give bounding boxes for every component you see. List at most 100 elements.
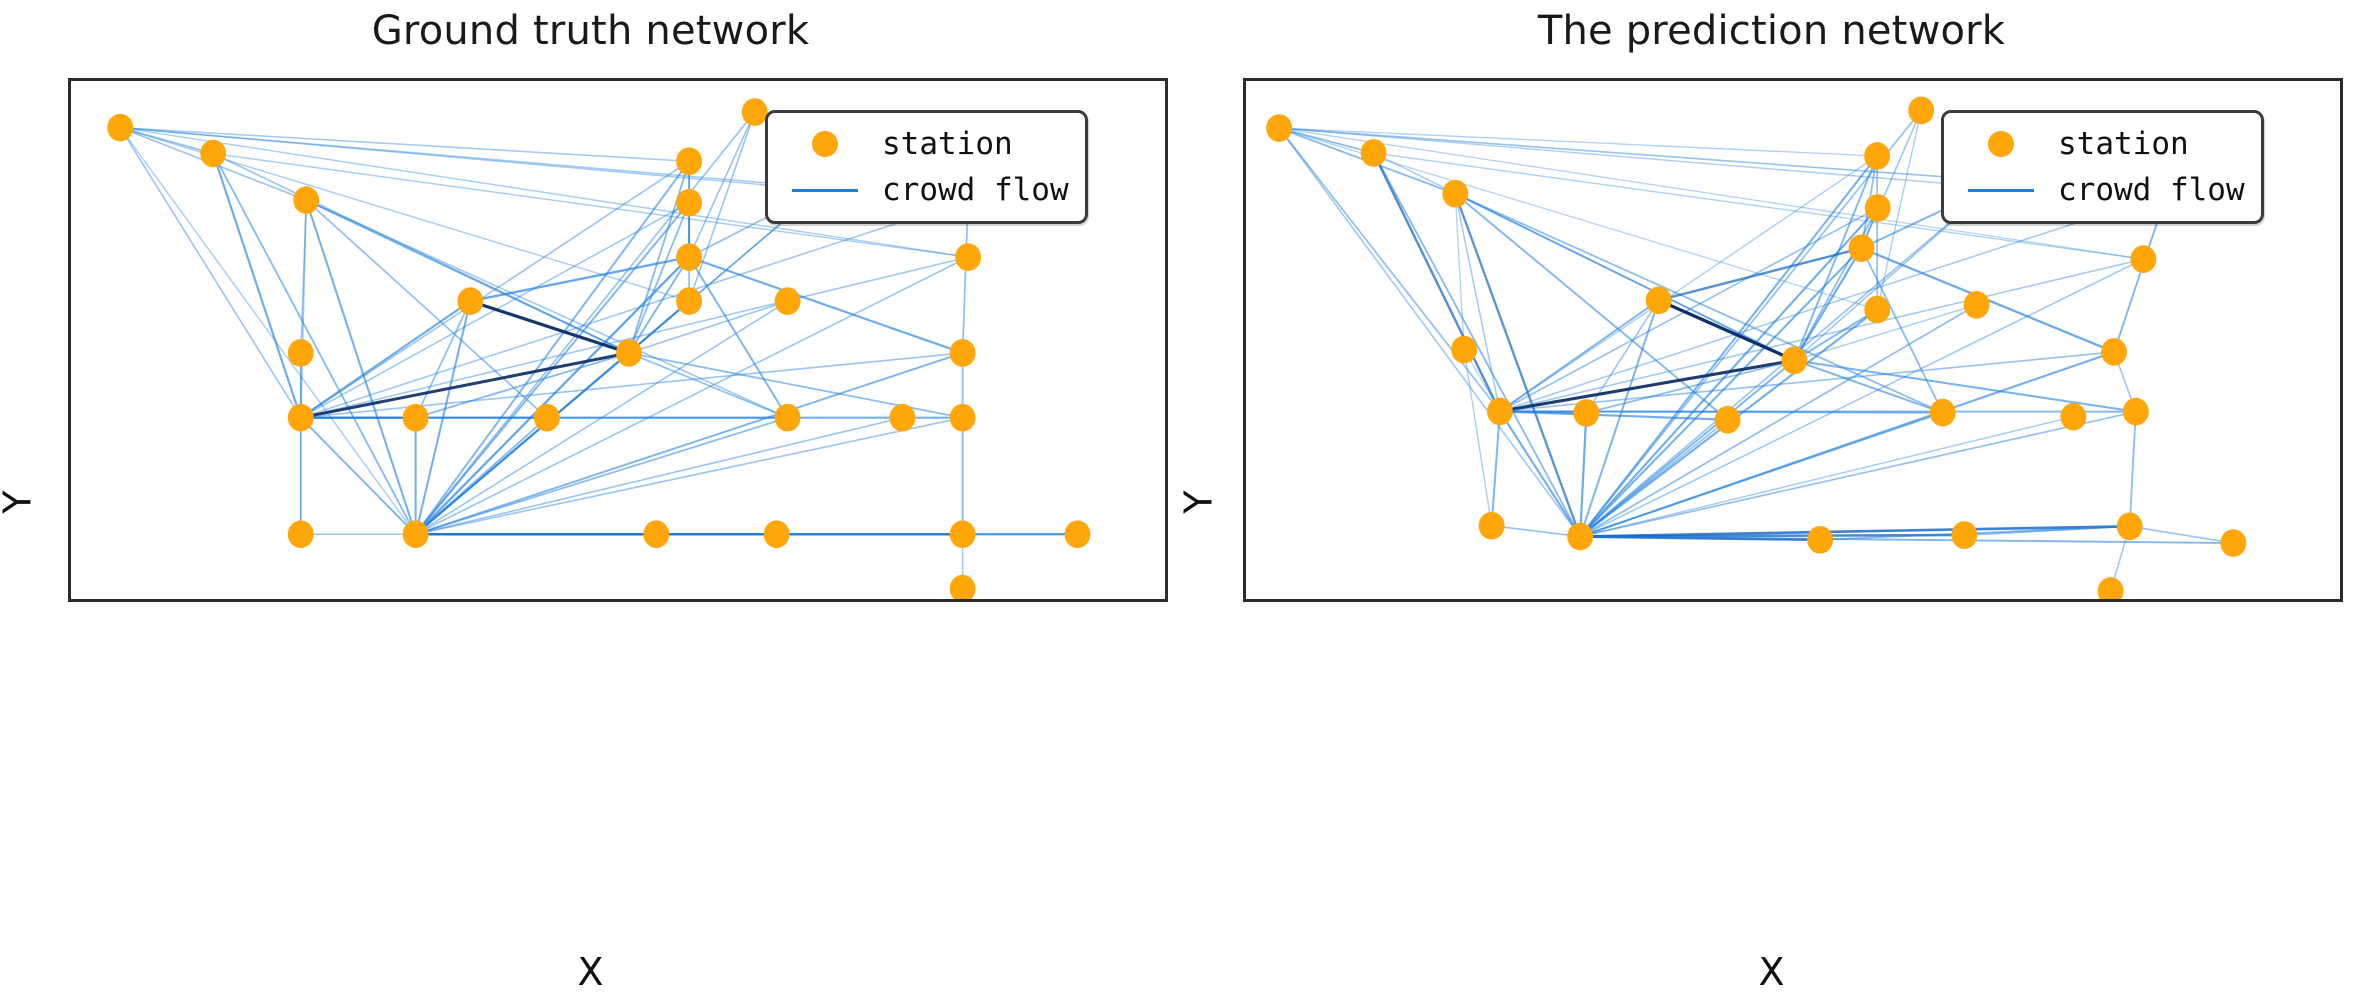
station-node[interactable]	[1864, 194, 1891, 222]
legend-row-station: station	[782, 123, 1069, 165]
panel-prediction: The prediction network Y X station crowd…	[1177, 0, 2362, 1004]
crowd-flow-edge	[628, 160, 691, 354]
station-node[interactable]	[1360, 139, 1387, 167]
station-node[interactable]	[774, 287, 801, 315]
station-node[interactable]	[1567, 522, 1594, 551]
station-node[interactable]	[1645, 286, 1672, 315]
crowd-flow-edges	[119, 111, 1079, 590]
station-node[interactable]	[200, 139, 227, 168]
station-node[interactable]	[2060, 402, 2087, 431]
station-node[interactable]	[107, 113, 134, 142]
station-node[interactable]	[676, 188, 703, 217]
crowd-flow-edge	[1876, 109, 1922, 311]
station-node[interactable]	[287, 339, 314, 367]
station-node[interactable]	[1064, 520, 1091, 549]
station-node[interactable]	[2101, 338, 2128, 366]
crowd-flow-edge	[1278, 127, 1992, 188]
crowd-flow-edge	[305, 199, 548, 419]
crowd-flow-edge	[688, 111, 756, 302]
crowd-flow-edge	[1579, 416, 2075, 538]
crowd-flow-edge	[1454, 192, 1501, 413]
crowd-flow-edge	[119, 126, 215, 155]
crowd-flow-edge	[1278, 127, 1878, 157]
station-node[interactable]	[1908, 96, 1935, 125]
station-node[interactable]	[287, 403, 314, 432]
station-node[interactable]	[1848, 234, 1875, 263]
station-node[interactable]	[1451, 335, 1478, 364]
station-node[interactable]	[1573, 399, 1600, 427]
network-graph-ground-truth	[107, 98, 1091, 599]
station-node[interactable]	[949, 520, 976, 549]
crowd-flow-edge	[1372, 152, 1582, 538]
crowd-flow-edge	[299, 416, 417, 536]
station-node[interactable]	[1807, 525, 1834, 554]
station-node[interactable]	[2097, 577, 2124, 599]
station-node[interactable]	[457, 287, 484, 315]
station-node[interactable]	[949, 574, 976, 599]
station-node[interactable]	[2220, 529, 2247, 557]
crowd-flow-edge	[414, 160, 691, 536]
crowd-flow-edge	[305, 199, 789, 419]
crowd-flow-edge	[1657, 247, 1863, 302]
crowd-flow-edge	[1499, 207, 1879, 413]
station-node[interactable]	[1442, 179, 1469, 208]
station-node[interactable]	[2122, 397, 2149, 426]
crowd-flow-edge	[1499, 192, 2168, 413]
crowd-flow-edge	[1499, 258, 2145, 413]
station-node[interactable]	[1951, 521, 1978, 549]
station-node[interactable]	[774, 403, 801, 432]
station-node[interactable]	[676, 147, 703, 176]
station-node[interactable]	[949, 403, 976, 432]
legend-label-crowd-flow: crowd flow	[882, 172, 1069, 208]
crowd-flow-edge	[212, 152, 302, 419]
crowd-flow-edge	[1585, 359, 1796, 414]
station-node[interactable]	[533, 403, 560, 432]
crowd-flow-edge	[1490, 524, 1582, 538]
crowd-flow-edge	[1579, 258, 2145, 538]
crowd-flow-edge	[1793, 155, 1879, 362]
station-node[interactable]	[1864, 295, 1891, 324]
station-node[interactable]	[287, 520, 314, 549]
crowd-flow-edge	[1579, 411, 1944, 538]
station-node[interactable]	[676, 287, 703, 315]
station-node[interactable]	[1486, 397, 1513, 426]
crowd-flow-edge	[414, 416, 789, 536]
station-node[interactable]	[616, 339, 642, 367]
crowd-flow-edge	[1278, 127, 1501, 413]
station-node[interactable]	[1963, 291, 1990, 319]
station-node[interactable]	[1864, 142, 1891, 170]
station-node[interactable]	[1781, 346, 1808, 375]
station-node[interactable]	[643, 520, 670, 549]
station-node[interactable]	[1929, 398, 1956, 427]
station-node[interactable]	[1266, 114, 1293, 142]
station-node[interactable]	[741, 98, 768, 126]
crowd-flow-edge	[628, 300, 789, 354]
crowd-flow-edge	[414, 256, 969, 536]
crowd-flow-edge	[305, 199, 417, 536]
crowd-flow-edge	[1579, 359, 1796, 538]
crowd-flow-edge	[1454, 192, 1944, 414]
station-node[interactable]	[763, 520, 790, 549]
station-node[interactable]	[2116, 512, 2143, 541]
station-node[interactable]	[889, 403, 916, 432]
station-node[interactable]	[1714, 405, 1741, 434]
station-node[interactable]	[402, 520, 429, 549]
station-node[interactable]	[402, 403, 429, 432]
station-nodes	[1266, 96, 2247, 599]
crowd-flow-edge	[119, 126, 690, 163]
legend-label-station: station	[882, 126, 1013, 162]
crowd-flow-edge	[468, 299, 631, 355]
crowd-flow-edge	[2128, 410, 2137, 528]
station-node[interactable]	[949, 339, 976, 367]
crowd-flow-edge	[1579, 299, 1660, 538]
station-node[interactable]	[293, 186, 320, 214]
station-node[interactable]	[955, 243, 982, 271]
station-node[interactable]	[2130, 245, 2157, 273]
crowd-flow-edge	[1579, 410, 2137, 538]
legend-ground-truth: station crowd flow	[765, 110, 1088, 224]
crowd-flow-edge	[628, 201, 691, 354]
station-node[interactable]	[1478, 511, 1505, 540]
station-node[interactable]	[676, 243, 703, 271]
crowd-flow-edge	[1372, 152, 2145, 260]
